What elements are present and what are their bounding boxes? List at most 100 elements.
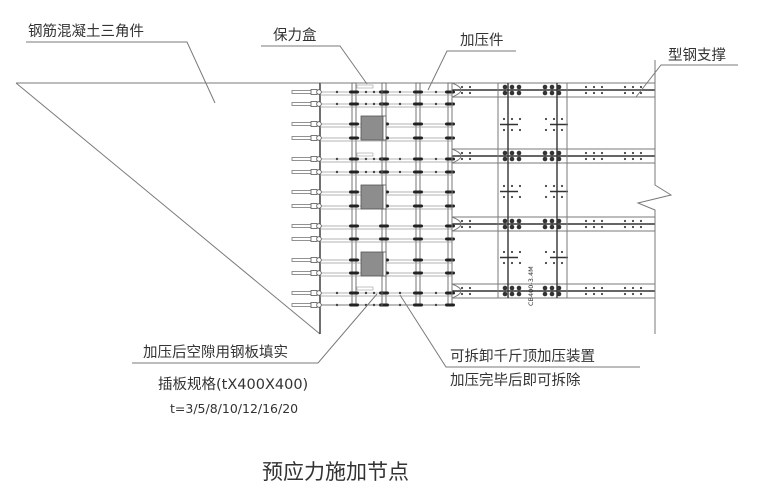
bolt xyxy=(468,85,472,89)
bolt xyxy=(398,90,402,94)
bolt xyxy=(560,261,564,265)
bolt xyxy=(631,91,635,95)
anchor-washer xyxy=(316,257,322,263)
break-line-symbol xyxy=(636,60,673,334)
anchor-rod xyxy=(291,271,313,275)
bolt xyxy=(380,90,384,94)
label-jack-device: 可拆卸千斤顶加压装置 xyxy=(450,348,595,365)
strut-bolt xyxy=(509,84,515,90)
anchor-rod xyxy=(291,170,313,174)
box-tag xyxy=(356,84,374,89)
post-clamp xyxy=(349,157,359,161)
anchor-rod xyxy=(291,224,313,228)
strut-bolt xyxy=(509,156,515,162)
bolt xyxy=(380,303,384,307)
strut-bolt xyxy=(509,224,515,230)
bolt xyxy=(584,219,588,223)
bolt xyxy=(552,128,556,132)
label-steel-strut: 型钢支撑 xyxy=(668,47,726,64)
force-box xyxy=(360,184,384,210)
anchor-rod xyxy=(291,90,313,94)
bolt xyxy=(631,157,635,161)
bolt xyxy=(434,157,438,161)
force-box-plate xyxy=(382,184,387,210)
bolt xyxy=(544,117,548,121)
bolt xyxy=(584,85,588,89)
post-clamp xyxy=(445,224,455,228)
anchor-rods xyxy=(291,89,322,308)
anchor-washer xyxy=(316,270,322,276)
post-clamp xyxy=(413,237,423,241)
anchor-nut xyxy=(310,156,318,162)
bolt xyxy=(592,286,596,290)
anchor-nut xyxy=(310,223,318,229)
post-clamp xyxy=(349,90,359,94)
bolt xyxy=(460,91,464,95)
bolt xyxy=(600,292,604,296)
force-box xyxy=(360,115,384,141)
post-clamp xyxy=(349,291,359,295)
bolt xyxy=(364,102,368,106)
post-clamp xyxy=(413,136,423,140)
bolt xyxy=(631,225,635,229)
bolt xyxy=(510,195,514,199)
anchor-rod xyxy=(291,237,313,241)
bolt xyxy=(560,184,564,188)
bolt xyxy=(335,90,339,94)
anchor-washer xyxy=(316,189,322,195)
anchor-nut xyxy=(310,135,318,141)
bolt xyxy=(600,85,604,89)
bolt xyxy=(584,91,588,95)
post-clamp xyxy=(413,204,423,208)
strut-bolt xyxy=(516,224,522,230)
anchor-rod xyxy=(291,291,313,295)
bolt xyxy=(434,170,438,174)
post-clamp xyxy=(379,303,389,307)
strut-bolt xyxy=(549,285,555,291)
label-pressure-piece: 加压件 xyxy=(460,32,504,49)
strut-bolt xyxy=(556,90,562,96)
bolt xyxy=(623,225,627,229)
strut-bolt xyxy=(542,224,548,230)
post-clamp xyxy=(349,122,359,126)
bolt xyxy=(510,117,514,121)
bolt xyxy=(631,151,635,155)
bolt xyxy=(468,91,472,95)
bolt xyxy=(592,225,596,229)
post-clamp xyxy=(445,303,455,307)
bolt xyxy=(398,102,402,106)
bolt xyxy=(468,157,472,161)
bolt xyxy=(552,195,556,199)
box-tag xyxy=(356,286,374,291)
bolt xyxy=(434,102,438,106)
anchor-washer xyxy=(316,236,322,242)
strut-end-cap xyxy=(451,82,462,98)
anchor-nut xyxy=(310,189,318,195)
post-clamp xyxy=(379,237,389,241)
bolt xyxy=(639,157,643,161)
post-clamp xyxy=(349,170,359,174)
post-clamp xyxy=(379,102,389,106)
label-plate-thickness: t=3/5/8/10/12/16/20 xyxy=(170,401,298,416)
strut-bolt xyxy=(516,291,522,297)
bolt xyxy=(600,91,604,95)
anchor-washer xyxy=(316,169,322,175)
bolt xyxy=(460,292,464,296)
strut-bolt xyxy=(556,224,562,230)
post-clamp xyxy=(413,122,423,126)
strut-bolt xyxy=(556,285,562,291)
post-clamp xyxy=(445,237,455,241)
bolt xyxy=(544,250,548,254)
bolt xyxy=(631,219,635,223)
force-boxes xyxy=(356,84,387,291)
bolt xyxy=(372,170,376,174)
bolt xyxy=(335,170,339,174)
bolt xyxy=(380,291,384,295)
post-clamp xyxy=(413,224,423,228)
post-clamp xyxy=(445,204,455,208)
post-clamp xyxy=(413,102,423,106)
label-plate-spec: 插板规格(tX400X400) xyxy=(158,375,308,393)
anchor-nut xyxy=(310,270,318,276)
bolt xyxy=(510,250,514,254)
bolt xyxy=(552,117,556,121)
